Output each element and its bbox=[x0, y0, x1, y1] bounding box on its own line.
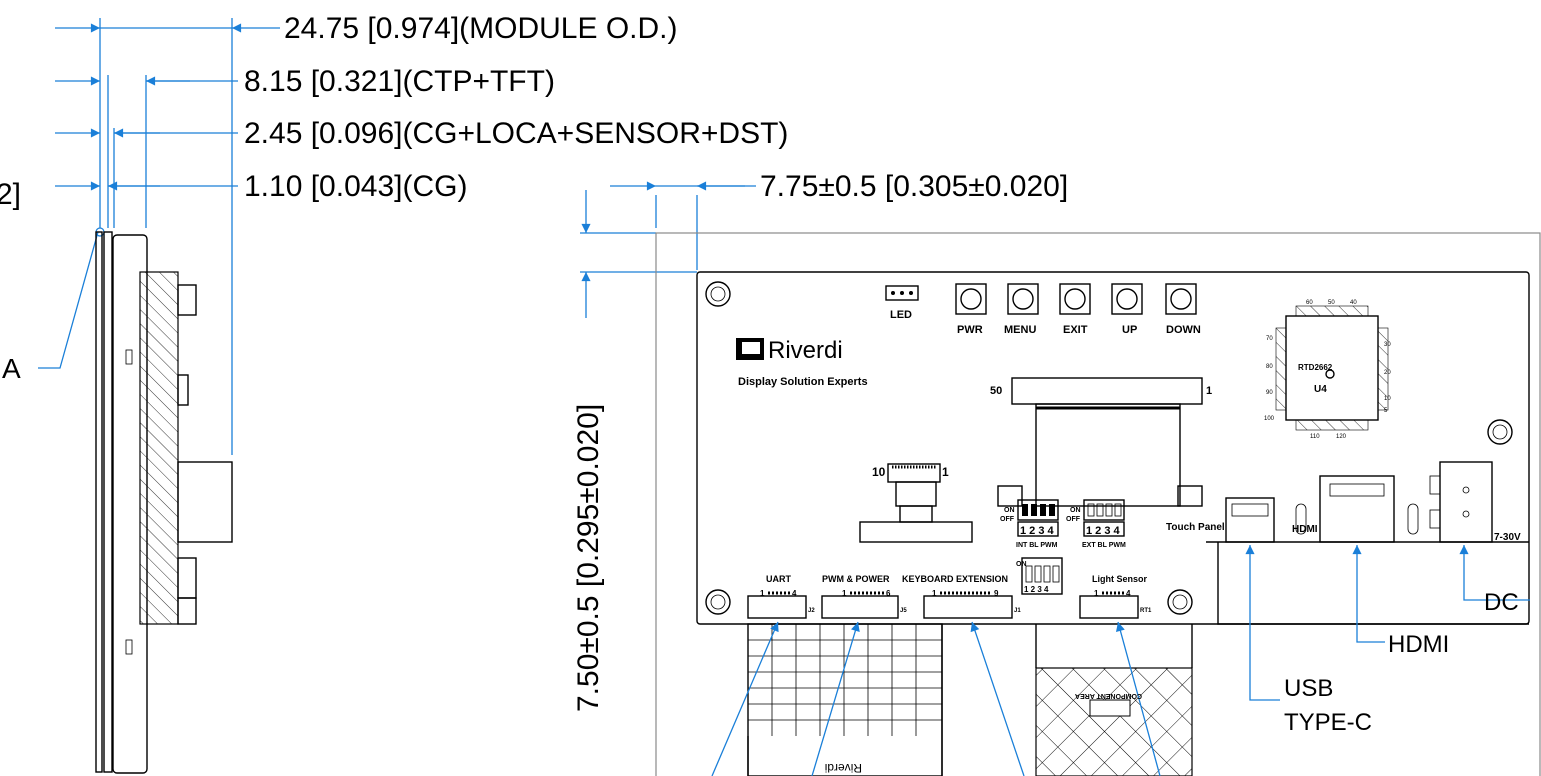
header-title-uart: UART bbox=[766, 574, 791, 584]
callout-hdmi: HDMI bbox=[1388, 631, 1449, 658]
dip1-numbers: 1 2 3 4 bbox=[1020, 525, 1055, 537]
dip3-on: ON bbox=[1016, 561, 1027, 568]
header-pinend-uart: 4 bbox=[792, 589, 797, 598]
chip-pin-90: 90 bbox=[1266, 390, 1273, 396]
power-range-label: 7-30V bbox=[1494, 532, 1521, 543]
header-pin1-keyboard: 1 bbox=[932, 589, 937, 598]
detail-label-a: A bbox=[2, 353, 21, 384]
chip-pin-10: 10 bbox=[1384, 396, 1391, 402]
chip-pin-5: 5 bbox=[1384, 408, 1388, 414]
header-pinend-keyboard: 9 bbox=[994, 589, 999, 598]
button-label-exit: EXIT bbox=[1063, 324, 1088, 336]
dim-ctp-tft: 8.15 [0.321](CTP+TFT) bbox=[244, 65, 555, 98]
button-label-menu: MENU bbox=[1004, 324, 1036, 336]
callout-usb-line1: USB bbox=[1284, 675, 1333, 702]
dip1-on: ON bbox=[1004, 507, 1015, 514]
chip-pin-120: 120 bbox=[1336, 434, 1347, 440]
button-label-up: UP bbox=[1122, 324, 1137, 336]
touch-panel-label: Touch Panel bbox=[1166, 522, 1225, 533]
tagline: Display Solution Experts bbox=[738, 376, 868, 388]
chip-pin-20: 20 bbox=[1384, 370, 1391, 376]
dip2-on: ON bbox=[1070, 507, 1081, 514]
callout-usb-line2: TYPE-C bbox=[1284, 709, 1372, 736]
dip3-numbers: 1 2 3 4 bbox=[1024, 585, 1049, 594]
fpc-pin-right: 1 bbox=[1206, 385, 1212, 397]
chip-pin-30: 30 bbox=[1384, 342, 1391, 348]
header-title-light: Light Sensor bbox=[1092, 574, 1147, 584]
button-label-pwr: PWR bbox=[957, 324, 983, 336]
chip-pin-40: 40 bbox=[1350, 300, 1357, 306]
header-pin1-uart: 1 bbox=[760, 589, 765, 598]
component-area-label: COMPONENT AREA bbox=[1075, 692, 1142, 699]
header-ref-light: RT1 bbox=[1140, 608, 1152, 614]
fpc-pin-left: 50 bbox=[990, 385, 1002, 397]
dip1-off: OFF bbox=[1000, 516, 1015, 523]
led-label: LED bbox=[890, 309, 912, 321]
front-view bbox=[580, 181, 1541, 776]
header-pin1-pwm: 1 bbox=[842, 589, 847, 598]
header-pinend-light: 4 bbox=[1126, 589, 1131, 598]
chip-pin-110: 110 bbox=[1310, 434, 1320, 440]
chip-name: RTD2662 bbox=[1298, 363, 1333, 372]
dip2-off: OFF bbox=[1066, 516, 1081, 523]
chip-pin-60: 60 bbox=[1306, 300, 1313, 306]
header-title-keyboard: KEYBOARD EXTENSION bbox=[902, 574, 1008, 584]
header-ref-keyboard: J1 bbox=[1014, 608, 1021, 614]
chip-pin-100: 100 bbox=[1264, 416, 1275, 422]
header-pin1-light: 1 bbox=[1094, 589, 1099, 598]
button-label-down: DOWN bbox=[1166, 324, 1201, 336]
header-ref-pwm: J5 bbox=[900, 608, 907, 614]
flex-logo: Riverdi bbox=[825, 761, 862, 775]
dim-partial-a: 2] bbox=[0, 178, 21, 211]
chip-pin-80: 80 bbox=[1266, 364, 1273, 370]
header-title-pwm: PWM & POWER bbox=[822, 574, 890, 584]
dim-cg-stack: 2.45 [0.096](CG+LOCA+SENSOR+DST) bbox=[244, 117, 788, 150]
header-ref-uart: J2 bbox=[808, 608, 815, 614]
small-conn-pin-right: 1 bbox=[942, 465, 949, 479]
hdmi-small-label: HDMI bbox=[1292, 524, 1318, 535]
side-view bbox=[38, 18, 280, 774]
chip-pin-70: 70 bbox=[1266, 336, 1273, 342]
dip2-caption: EXT BL PWM bbox=[1082, 542, 1126, 549]
dim-offset-y: 7.50±0.5 [0.295±0.020] bbox=[572, 404, 605, 712]
chip-ref: U4 bbox=[1314, 384, 1327, 395]
callout-dc: DC bbox=[1484, 589, 1519, 616]
logo-text: Riverdi bbox=[768, 337, 843, 364]
dim-offset-x: 7.75±0.5 [0.305±0.020] bbox=[760, 170, 1068, 203]
dim-cg: 1.10 [0.043](CG) bbox=[244, 170, 467, 203]
chip-pin-50: 50 bbox=[1328, 300, 1335, 306]
dip1-caption: INT BL PWM bbox=[1016, 542, 1058, 549]
header-pinend-pwm: 6 bbox=[886, 589, 891, 598]
dim-module-od: 24.75 [0.974](MODULE O.D.) bbox=[284, 12, 678, 45]
small-conn-pin-left: 10 bbox=[872, 465, 886, 479]
dip2-numbers: 1 2 3 4 bbox=[1086, 525, 1121, 537]
